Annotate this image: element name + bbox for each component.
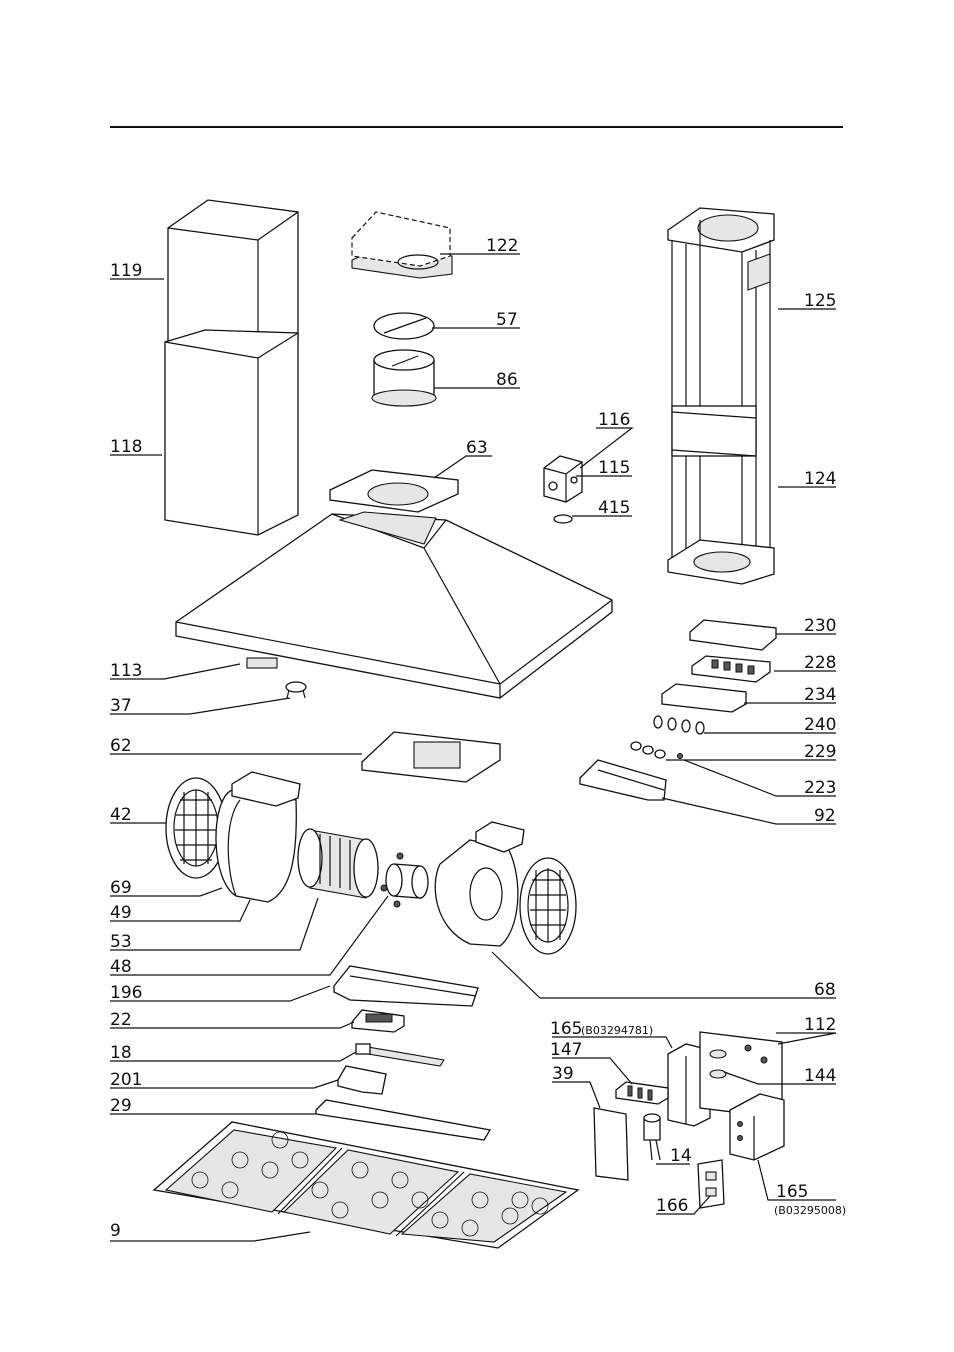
leader-lines [110, 253, 837, 1242]
part-29-strip [315, 1099, 492, 1141]
part-415-ring [553, 514, 573, 524]
label-49: 49 [110, 903, 132, 923]
label-165b: 165 [776, 1182, 808, 1202]
label-22: 22 [110, 1010, 132, 1030]
part-223-screw [677, 753, 683, 759]
part-42-left-grille [165, 777, 227, 879]
part-48-motor [380, 852, 429, 908]
part-196-rail [333, 965, 479, 1007]
label-201: 201 [110, 1070, 142, 1090]
label-9: 9 [110, 1221, 121, 1241]
label-415: 415 [598, 498, 630, 518]
part-122-damper-box [351, 211, 453, 279]
label-122: 122 [486, 236, 518, 256]
part-228-board [691, 655, 771, 683]
label-86: 86 [496, 370, 518, 390]
part-62-motor-plate [361, 731, 501, 783]
part-53-blower-wheel [297, 828, 379, 899]
label-166: 166 [656, 1196, 688, 1216]
part-69-49-left-housing [215, 771, 301, 903]
part-113-badge [246, 657, 278, 669]
label-165a-code: (B03294781) [581, 1024, 653, 1037]
label-124: 124 [804, 469, 836, 489]
part-18-tube [354, 1043, 445, 1067]
label-112: 112 [804, 1015, 836, 1035]
label-125: 125 [804, 291, 836, 311]
part-240-bulbs [653, 715, 705, 735]
label-147: 147 [550, 1040, 582, 1060]
part-229-parts [630, 741, 666, 759]
label-53: 53 [110, 932, 132, 952]
label-62: 62 [110, 736, 132, 756]
part-22-module [351, 1009, 405, 1033]
part-92-bracket [579, 759, 667, 801]
label-118: 118 [110, 437, 142, 457]
part-39-board [593, 1107, 629, 1181]
label-14: 14 [670, 1146, 692, 1166]
label-165b-code: (B03295008) [774, 1204, 846, 1217]
part-9-grease-filters [152, 1121, 580, 1249]
label-223: 223 [804, 778, 836, 798]
label-37: 37 [110, 696, 132, 716]
label-113: 113 [110, 661, 142, 681]
label-57: 57 [496, 310, 518, 330]
part-201-holder [337, 1065, 387, 1095]
part-68-right-housing [434, 821, 525, 947]
hood-body [175, 511, 613, 699]
label-39: 39 [552, 1064, 574, 1084]
part-230-board [689, 619, 777, 651]
label-240: 240 [804, 715, 836, 735]
label-229: 229 [804, 742, 836, 762]
part-165-enclosure-b [729, 1093, 785, 1161]
part-14-capacitor [643, 1113, 661, 1161]
label-29: 29 [110, 1096, 132, 1116]
part-166-switch [697, 1159, 725, 1209]
label-63: 63 [466, 438, 488, 458]
label-68: 68 [814, 980, 836, 1000]
part-57-damper-flap [373, 312, 435, 340]
label-42: 42 [110, 805, 132, 825]
label-165a: 165 [550, 1019, 582, 1039]
part-37-clip [285, 681, 307, 699]
label-230: 230 [804, 616, 836, 636]
part-118-lower-chimney [164, 329, 299, 536]
part-115-116-bracket [543, 455, 583, 503]
label-115: 115 [598, 458, 630, 478]
part-63-top-plate [329, 469, 459, 513]
label-228: 228 [804, 653, 836, 673]
part-86-duct-collar [371, 349, 437, 407]
label-116: 116 [598, 410, 630, 430]
part-147-terminal-block [615, 1081, 669, 1105]
part-234-board [661, 683, 747, 713]
label-69: 69 [110, 878, 132, 898]
label-144: 144 [804, 1066, 836, 1086]
part-right-grille [519, 857, 577, 955]
label-92: 92 [814, 806, 836, 826]
label-119: 119 [110, 261, 142, 281]
label-234: 234 [804, 685, 836, 705]
part-124-125-chimney-frame [667, 207, 775, 585]
label-18: 18 [110, 1043, 132, 1063]
label-196: 196 [110, 983, 142, 1003]
label-48: 48 [110, 957, 132, 977]
